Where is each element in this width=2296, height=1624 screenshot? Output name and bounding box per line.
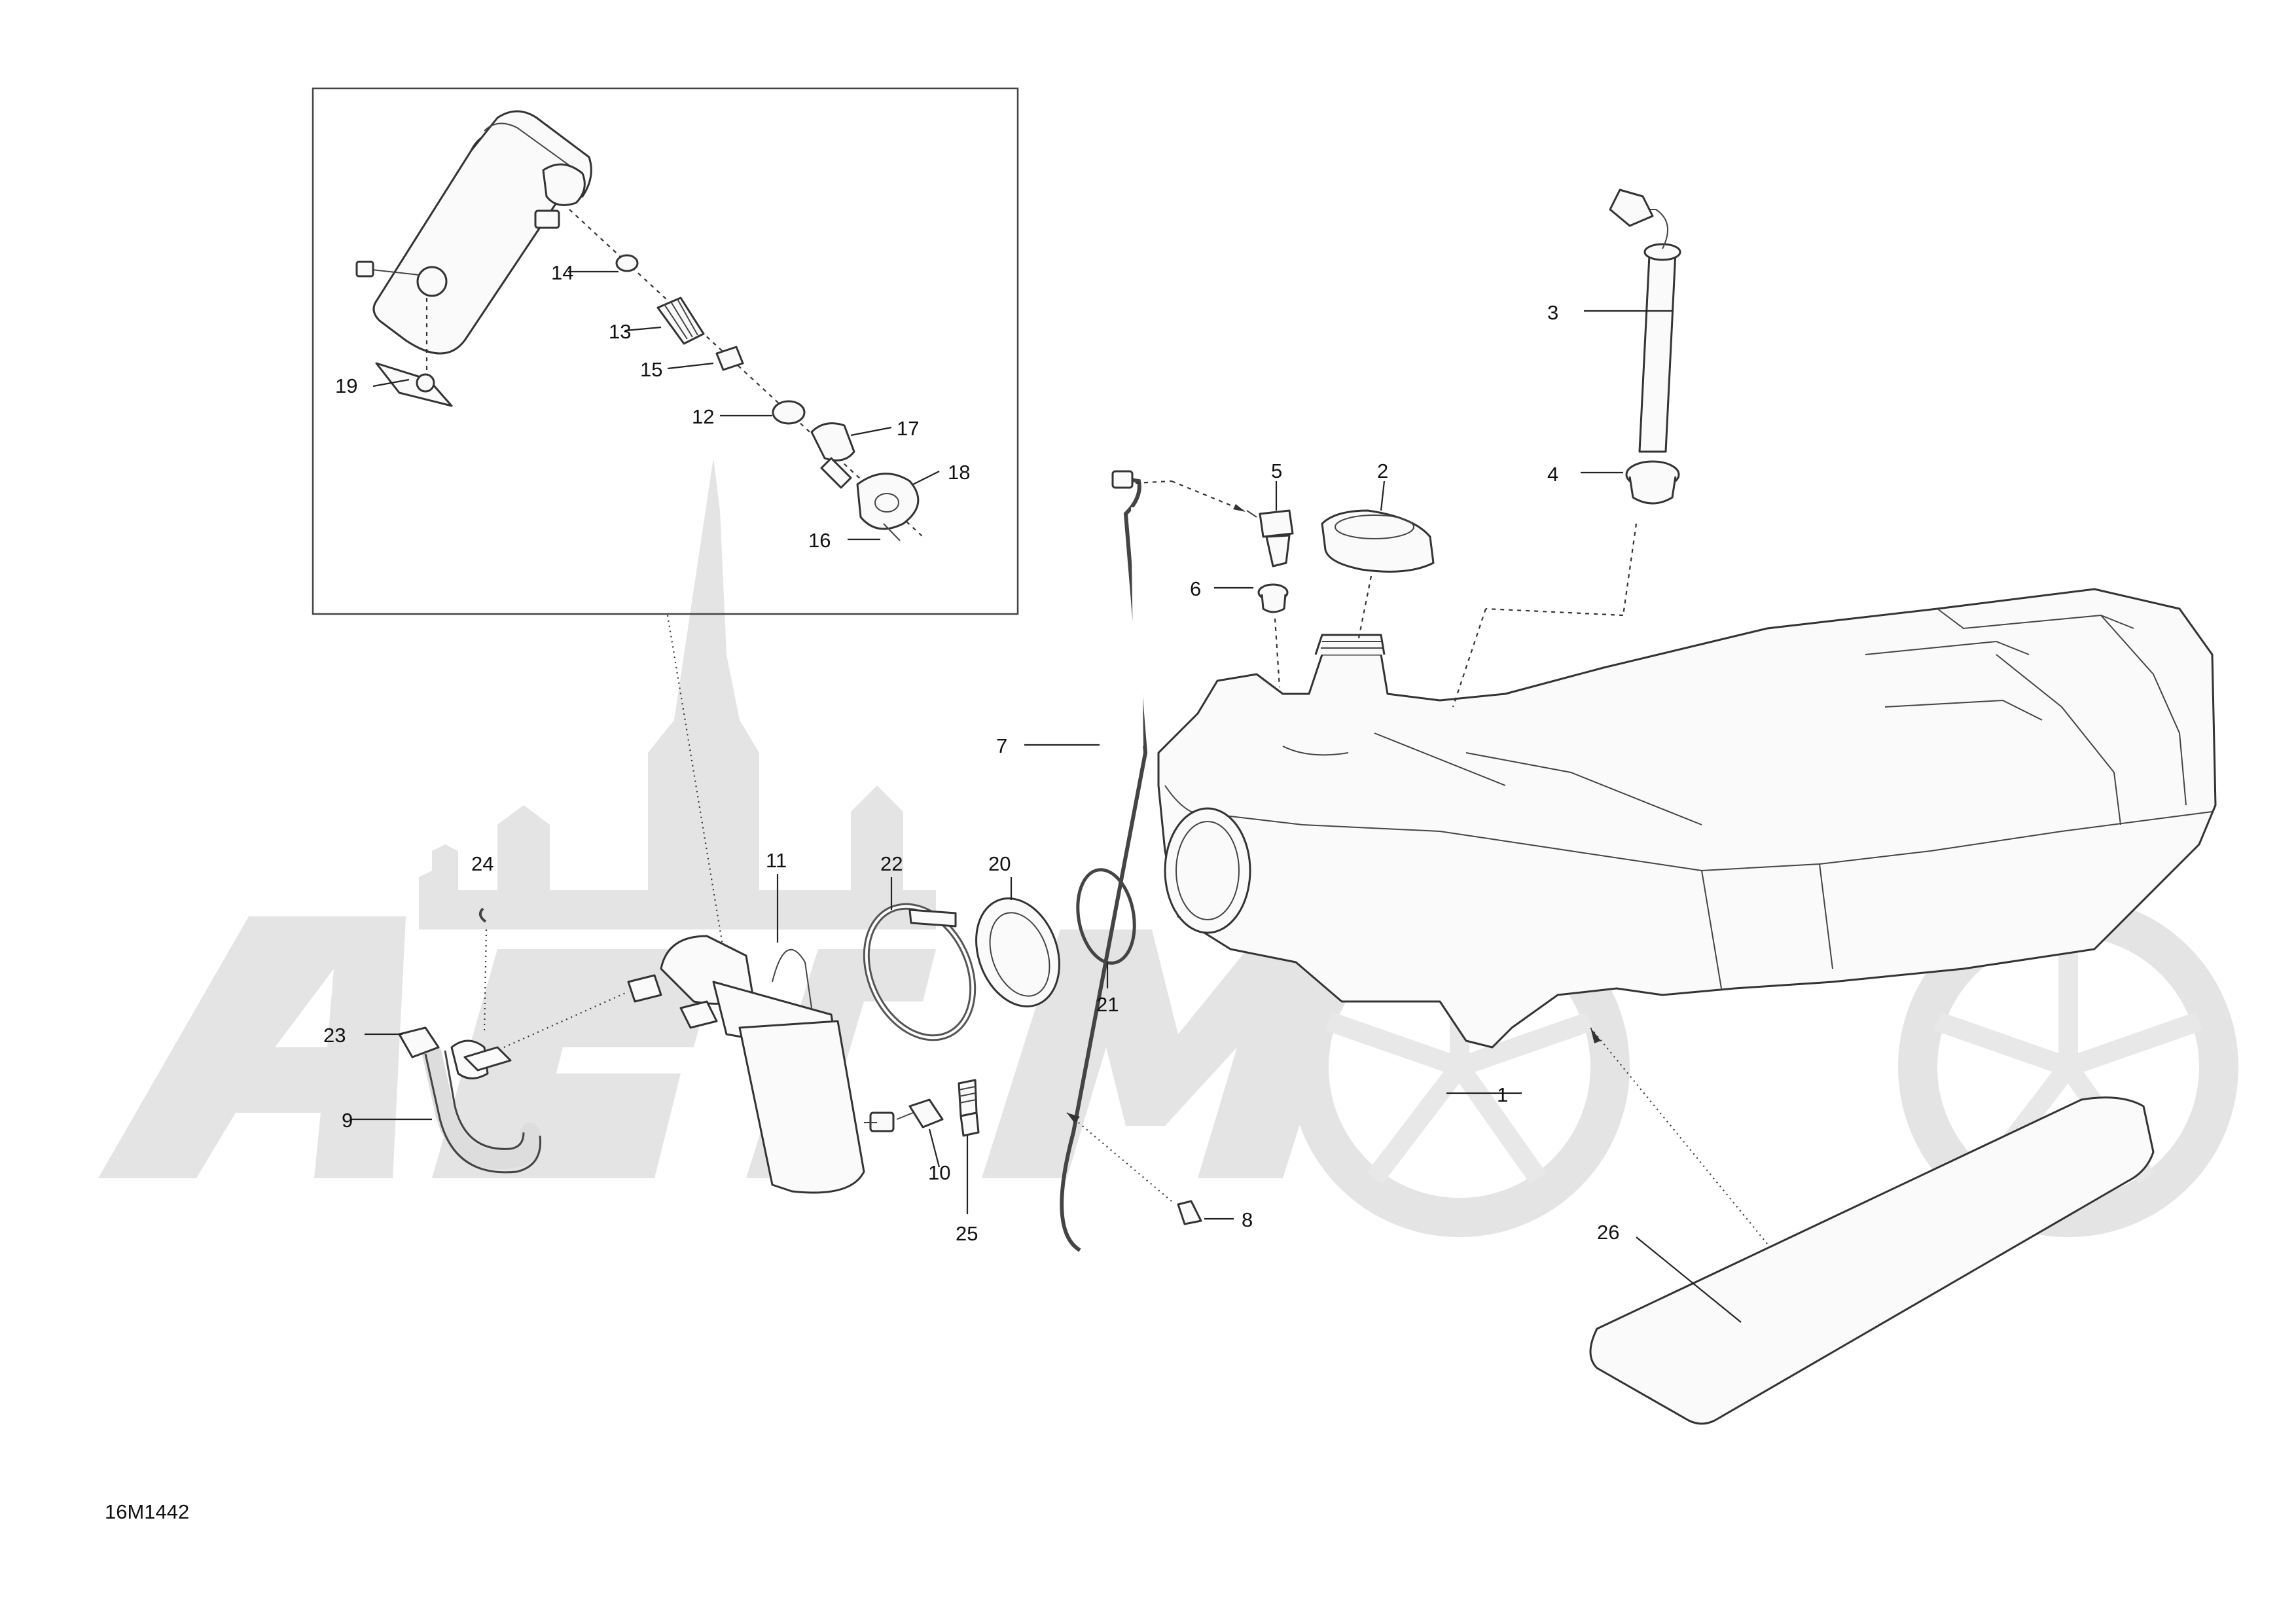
callout-19: 19 — [335, 374, 357, 397]
callout-14: 14 — [551, 261, 573, 284]
callout-26: 26 — [1597, 1221, 1619, 1244]
part-4-grommet-drawing — [1625, 460, 1680, 505]
callout-22: 22 — [880, 852, 903, 875]
callout-21: 21 — [1096, 993, 1119, 1016]
part-25-fitting-drawing — [958, 1079, 980, 1137]
part-21-gasket-drawing — [1076, 868, 1136, 965]
diagram-id: 16M1442 — [105, 1500, 189, 1523]
callout-16: 16 — [808, 529, 831, 552]
part-3-level-sender-drawing — [1452, 189, 1681, 708]
callout-17: 17 — [897, 417, 919, 440]
part-11-pump-module-drawing — [627, 935, 895, 1194]
part-14-oring-drawing — [615, 254, 639, 272]
part-18-plate-drawing — [856, 473, 920, 530]
callout-labels: 1 2 3 4 5 6 7 8 9 10 11 12 13 14 15 16 1… — [105, 261, 1619, 1523]
callout-2: 2 — [1377, 460, 1388, 482]
part-22-clamp-drawing — [863, 903, 977, 1041]
callout-7: 7 — [996, 734, 1007, 757]
part-7-vent-hose-drawing — [1060, 470, 1246, 1252]
inset-pump-assembly — [355, 110, 592, 355]
callout-6: 6 — [1190, 577, 1201, 600]
callout-4: 4 — [1547, 463, 1558, 486]
callout-5: 5 — [1271, 460, 1282, 482]
leader-lines — [350, 270, 1742, 1323]
part-2-cap-drawing — [1321, 509, 1435, 642]
callout-18: 18 — [948, 461, 970, 484]
callout-11: 11 — [766, 849, 787, 872]
part-12-oring-drawing — [772, 400, 806, 425]
callout-10: 10 — [928, 1161, 950, 1184]
callout-15: 15 — [640, 358, 662, 381]
part-26-pad-drawing — [1589, 1027, 2155, 1425]
part-8-clip-drawing — [1066, 1112, 1202, 1225]
part-1-fuel-tank-drawing — [1157, 588, 2217, 1049]
callout-24: 24 — [471, 852, 493, 875]
part-20-lock-ring-drawing — [975, 897, 1060, 1007]
callout-9: 9 — [342, 1109, 353, 1132]
part-19-clip-drawing — [375, 298, 453, 407]
callout-25: 25 — [956, 1222, 978, 1245]
callout-1: 1 — [1497, 1083, 1508, 1106]
part-13-filter-drawing — [656, 297, 705, 345]
part-16-screw-drawing — [883, 523, 901, 541]
part-17-regulator-drawing — [810, 422, 855, 489]
part-15-washer-drawing — [715, 346, 744, 371]
callout-20: 20 — [988, 852, 1011, 875]
callout-8: 8 — [1242, 1208, 1253, 1231]
detail-inset-frame — [312, 87, 1019, 615]
callout-12: 12 — [692, 405, 714, 428]
part-9-fuel-line-drawing — [422, 1044, 542, 1174]
part-6-grommet-drawing — [1257, 583, 1289, 688]
part-10-check-valve-drawing — [896, 1098, 944, 1128]
callout-23: 23 — [323, 1024, 346, 1047]
part-24-clip-drawing — [478, 907, 629, 1049]
callout-3: 3 — [1547, 301, 1558, 324]
callout-13: 13 — [609, 320, 631, 343]
part-23-connector-drawing — [398, 1026, 512, 1079]
part-5-valve-drawing — [1246, 509, 1294, 568]
